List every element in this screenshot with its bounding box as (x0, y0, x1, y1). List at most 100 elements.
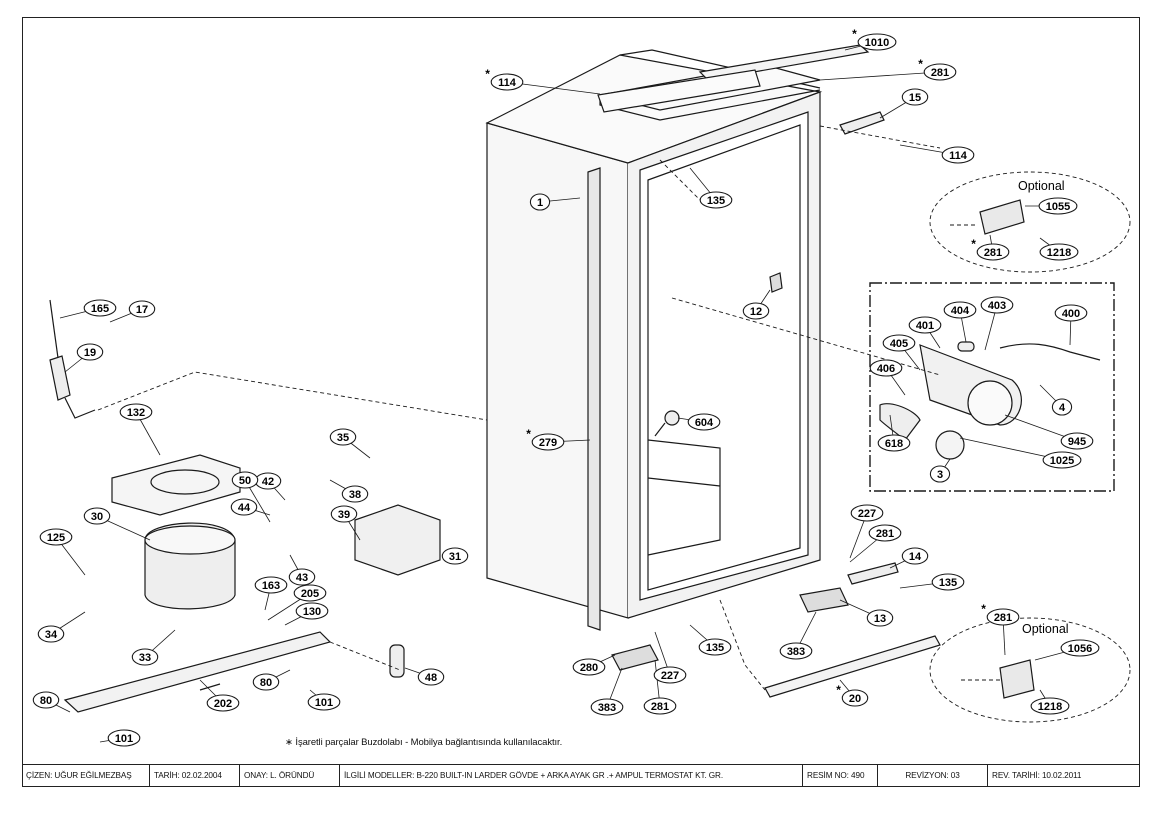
asterisk-marker: * (971, 237, 976, 251)
label-text: 114 (498, 77, 517, 89)
cabinet-body (485, 49, 823, 631)
label-bubble (441, 547, 469, 565)
label-text: 400 (1062, 308, 1080, 320)
label-text: 3 (937, 469, 943, 481)
label-text: 403 (988, 300, 1006, 312)
label-text: 383 (598, 702, 616, 714)
label-bubble (330, 505, 358, 523)
label-text: 404 (951, 305, 970, 317)
part-label-281: 281 (868, 524, 902, 542)
drip-tray-132 (111, 454, 241, 516)
part-label-132: 132 (119, 403, 153, 421)
label-text: 50 (239, 475, 251, 487)
drawing-frame (22, 17, 1140, 787)
label-bubble (941, 146, 975, 164)
part-label-15: 15 (901, 88, 929, 106)
part-label-50: 50 (231, 471, 259, 489)
label-bubble (1060, 432, 1094, 450)
leader-lbl-281a (819, 71, 941, 81)
label-text: 114 (949, 150, 968, 162)
part-label-1025: 1025 (1042, 451, 1082, 469)
label-bubble (254, 576, 288, 594)
label-text: 135 (939, 577, 957, 589)
hinge-14 (847, 562, 899, 585)
optional-hinge-1056 (999, 659, 1035, 699)
label-text: 1 (537, 197, 543, 209)
part-label-38: 38 (341, 485, 369, 503)
cable-400 (999, 343, 1101, 361)
asterisk-marker: * (918, 57, 923, 71)
part-label-4: 4 (1051, 398, 1073, 416)
part-label-19: 19 (76, 343, 104, 361)
part-label-12: 12 (742, 302, 770, 320)
label-text: 383 (787, 646, 805, 658)
label-bubble (128, 300, 156, 318)
part-label-227: 227 (850, 504, 884, 522)
label-bubble (230, 498, 258, 516)
label-text: 31 (449, 551, 461, 563)
label-text: 101 (315, 697, 333, 709)
part-label-400: 400 (1054, 304, 1088, 322)
label-bubble (1060, 639, 1100, 657)
label-bubble (986, 608, 1020, 626)
part-label-31: 31 (441, 547, 469, 565)
label-text: 1025 (1050, 455, 1074, 467)
label-text: 281 (931, 67, 949, 79)
label-text: 13 (874, 613, 886, 625)
rear-rail-20 (764, 635, 941, 698)
label-bubble (699, 191, 733, 209)
label-text: 135 (707, 195, 725, 207)
label-text: 604 (695, 417, 714, 429)
label-bubble (83, 507, 111, 525)
part-label-165: 165 (83, 299, 117, 317)
label-bubble (293, 584, 327, 602)
part-label-205: 205 (293, 584, 327, 602)
part-label-101: 101 (107, 729, 141, 747)
label-bubble (32, 691, 60, 709)
label-text: 39 (338, 509, 350, 521)
part-label-34: 34 (37, 625, 65, 643)
part-label-33: 33 (131, 648, 159, 666)
approved-by: ONAY: L. ÖRÜNDÜ (240, 765, 340, 787)
label-bubble (901, 547, 929, 565)
part-label-80: 80 (32, 691, 60, 709)
label-text: 279 (539, 437, 557, 449)
hinge-15 (839, 111, 885, 135)
label-text: 38 (349, 489, 361, 501)
part-label-227: 227 (653, 666, 687, 684)
part-label-406: 406 (869, 359, 903, 377)
bracket-280 (611, 644, 659, 671)
bracket-12 (769, 272, 783, 293)
optional-hinge-1055 (979, 199, 1025, 235)
part-label-30: 30 (83, 507, 111, 525)
part-label-281: 281* (981, 602, 1020, 626)
label-bubble (295, 602, 329, 620)
legend-note: ∗ İşaretli parçalar Buzdolabı - Mobilya … (285, 737, 563, 748)
part-label-80: 80 (252, 673, 280, 691)
label-text: 281 (876, 528, 894, 540)
thermostat-19 (49, 355, 71, 401)
label-text: 227 (858, 508, 876, 520)
label-text: 163 (262, 580, 280, 592)
label-bubble (83, 299, 117, 317)
part-label-1056: 1056 (1060, 639, 1100, 657)
part-label-17: 17 (128, 300, 156, 318)
label-bubble (531, 433, 565, 451)
label-bubble (976, 243, 1010, 261)
label-text: 1218 (1047, 247, 1071, 259)
part-label-945: 945 (1060, 432, 1094, 450)
label-bubble (288, 568, 316, 586)
sensor-604 (664, 410, 680, 426)
label-bubble (908, 316, 942, 334)
label-text: 1056 (1068, 643, 1092, 655)
label-text: 202 (214, 698, 232, 710)
optional-label-bottom: Optional (1022, 622, 1069, 636)
part-label-1010: 1010* (852, 27, 897, 51)
part-label-114: 114 (941, 146, 975, 164)
asterisk-marker: * (526, 427, 531, 441)
part-label-202: 202 (206, 694, 240, 712)
label-text: 80 (40, 695, 52, 707)
bracket-13 (799, 587, 849, 613)
label-text: 48 (425, 672, 437, 684)
label-bubble (687, 413, 721, 431)
